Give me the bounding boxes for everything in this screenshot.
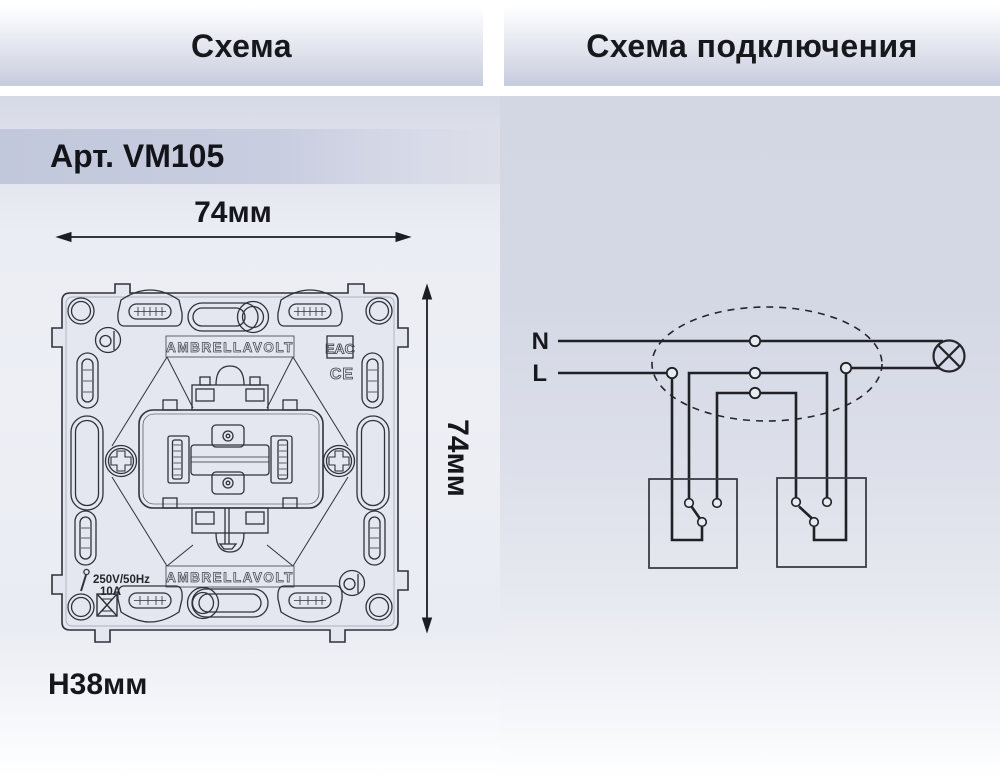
product-schematic-drawing: 74мм 74мм H38мм [48,196,474,701]
claw-slot-bottom-right [277,585,343,623]
phillips-screw-left [104,444,138,478]
switch-2 [776,477,867,568]
brand-text-bottom: AMBRELLAVOLT [166,570,294,585]
article-strip: Арт. VM105 [0,129,500,184]
junction-terminals [665,334,853,528]
top-bridge [162,365,298,411]
brand-box-bottom: AMBRELLAVOLT [165,565,295,588]
eac-mark-text: EAC [325,341,355,357]
width-dimension-label: 74мм [194,196,272,229]
edge-slot-upper-left [76,352,99,409]
header-schema: Схема [0,6,483,86]
common-wire-left [670,379,704,542]
claw-spread-lines [111,356,349,567]
mechanism-plate: EAC CE AMBRELLAVOLT AMBRELLAVOLT [51,283,409,643]
rating-block [80,568,118,617]
edge-slot-lower-right [363,510,386,566]
switch-1 [648,478,738,569]
keyhole-slot-top [187,300,270,334]
edge-slot-upper-right [361,352,384,409]
brand-box-top: AMBRELLAVOLT [165,335,295,358]
wiring-panel [500,96,1000,778]
claw-slot-top-left [117,289,183,327]
eac-mark: EAC [325,335,355,359]
switch-2-box [776,477,867,568]
switch-2-blade [798,505,813,519]
bottom-bridge [162,497,298,553]
line-label: L [532,360,547,387]
keyhole-slot-bottom [186,586,269,620]
wiring-diagram: N L [532,306,966,569]
width-dimension: 74мм [55,196,412,243]
edge-slot-lower-left [74,510,97,566]
plate-outline [51,283,409,643]
header-connection-schema: Схема подключения [504,6,1000,86]
connection-schema-title: Схема подключения [586,27,918,64]
brand-text-top: AMBRELLAVOLT [166,340,294,355]
neutral-label: N [532,328,549,355]
lamp-icon [932,339,966,373]
traveler-wire-lower [715,391,798,498]
match-icon [80,568,90,592]
no-hourglass-icon [96,593,118,617]
schema-title: Схема [190,27,293,64]
height-dimension-label: 74мм [441,419,474,497]
ce-mark-text: CE [330,366,354,383]
switch-1-box [648,478,738,569]
common-wire-right [812,374,848,542]
switch-body [138,409,324,509]
switch-1-blade [690,505,701,519]
article-label: Арт. VM105 [50,138,225,174]
switch-blades [690,505,813,519]
rating-current-text: 10A [100,586,121,598]
corner-screw-holes [67,297,393,621]
claw-slot-top-right [277,289,343,327]
height-dimension: 74мм [421,283,474,634]
brand-logo-icon-top [94,326,122,354]
mount-depth-label: H38мм [48,668,147,701]
mechanism-boundary-ellipse [651,306,883,422]
brand-logo-icon-bottom [338,569,366,597]
claw-slot-bottom-left [117,585,183,623]
mounting-oval-left [70,415,104,511]
rating-voltage-text: 250V/50Hz [93,574,150,586]
mounting-oval-right [356,415,390,511]
